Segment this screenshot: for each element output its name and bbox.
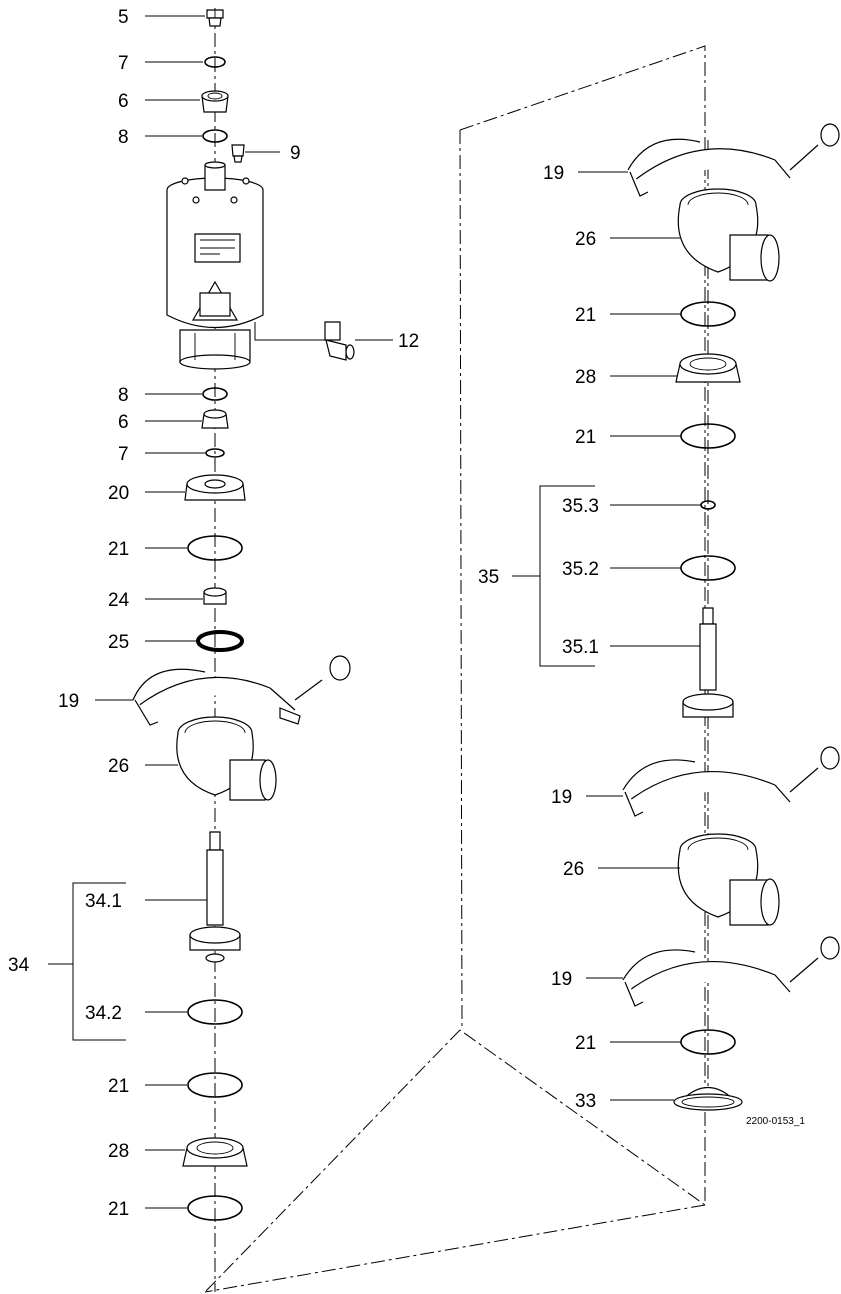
part-24-bushing — [203, 587, 227, 605]
callout-34-2: 34.2 — [85, 1003, 122, 1024]
callout-7-lower: 7 — [118, 444, 129, 465]
callout-20: 20 — [108, 483, 129, 504]
part-21-seal-b — [187, 1072, 243, 1098]
callout-35-2: 35.2 — [562, 559, 599, 580]
callout-21-b: 21 — [108, 1076, 129, 1097]
callout-35-1: 35.1 — [562, 637, 599, 658]
callout-6: 6 — [118, 91, 129, 112]
callout-26: 26 — [108, 756, 129, 777]
part-21-seal-c — [187, 1195, 243, 1221]
part-7-seal-lower — [205, 448, 225, 458]
callout-9: 9 — [290, 143, 301, 164]
callout-19: 19 — [58, 691, 79, 712]
part-28-adapter-left — [182, 1137, 248, 1167]
part-21-seal-a — [187, 535, 243, 561]
part-6-nut — [201, 90, 229, 113]
callout-26-right-top: 26 — [575, 229, 596, 250]
part-19-clamp-right-mid — [622, 746, 840, 817]
callout-19-right-mid: 19 — [551, 787, 572, 808]
part-25-seal-ring — [196, 630, 244, 652]
callout-8-lower: 8 — [118, 385, 129, 406]
part-35-1-stem — [682, 607, 734, 718]
callout-12: 12 — [398, 331, 419, 352]
part-8-seal — [202, 129, 228, 143]
callout-21: 21 — [108, 539, 129, 560]
part-9-plug — [231, 144, 245, 163]
part-19-clamp-left — [132, 655, 351, 726]
part-20-bonnet — [184, 474, 246, 501]
part-19-clamp-right-low — [622, 936, 840, 1007]
part-28-adapter-right — [675, 353, 741, 383]
callout-7: 7 — [118, 53, 129, 74]
part-26-body-right-mid — [677, 833, 780, 926]
callout-19-right-top: 19 — [543, 163, 564, 184]
part-5-screw — [206, 9, 224, 27]
part-19-clamp-right-top — [627, 123, 840, 197]
part-6-nut-lower — [201, 409, 229, 429]
callout-21-e: 21 — [575, 427, 596, 448]
callout-5: 5 — [118, 7, 129, 28]
callout-24: 24 — [108, 590, 130, 611]
callout-28: 28 — [108, 1141, 129, 1162]
part-26-body-left — [176, 716, 277, 801]
part-33-cap — [673, 1087, 743, 1111]
callout-34: 34 — [8, 955, 30, 976]
part-12-elbow-fitting — [324, 321, 355, 361]
callout-26-right-mid: 26 — [563, 859, 584, 880]
drawing-code: 2200-0153_1 — [746, 1116, 805, 1127]
callout-35: 35 — [478, 567, 499, 588]
callout-8: 8 — [118, 127, 129, 148]
callout-33: 33 — [575, 1091, 596, 1112]
part-7-seal — [204, 56, 226, 68]
callout-21-c: 21 — [108, 1199, 129, 1220]
callout-35-3: 35.3 — [562, 496, 599, 517]
callout-34-1: 34.1 — [85, 891, 122, 912]
part-34-1-stem — [189, 831, 241, 963]
callout-19-right-low: 19 — [551, 969, 572, 990]
callout-21-d: 21 — [575, 305, 596, 326]
column-boundary — [204, 45, 706, 1293]
actuator — [166, 161, 264, 370]
callout-28-right: 28 — [575, 367, 596, 388]
callout-21-f: 21 — [575, 1033, 596, 1054]
callout-6-lower: 6 — [118, 412, 129, 433]
callout-25: 25 — [108, 632, 129, 653]
leader-lines — [48, 15, 701, 1209]
part-26-body-right-top — [677, 188, 780, 282]
part-8-seal-lower — [202, 387, 228, 401]
callout-labels: 5 7 6 8 9 12 8 6 7 20 21 24 25 19 26 34.… — [8, 7, 805, 1220]
part-34-2-seal — [187, 999, 243, 1025]
